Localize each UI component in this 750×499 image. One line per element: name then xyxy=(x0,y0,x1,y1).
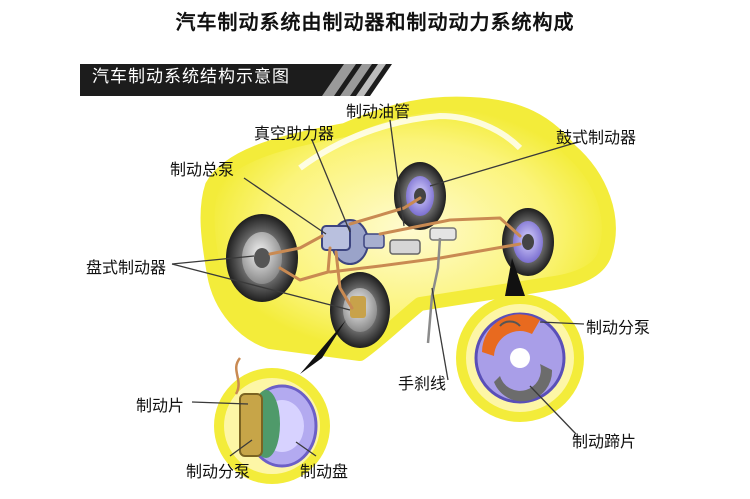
label-brake-disc: 制动盘 xyxy=(300,462,349,481)
banner xyxy=(80,64,392,96)
detail-pointers xyxy=(300,258,525,374)
label-brake-pipe: 制动油管 xyxy=(346,102,411,121)
wheel-front-right xyxy=(330,272,390,348)
label-vacuum-booster: 真空助力器 xyxy=(254,124,335,143)
wheel-rear-right xyxy=(502,208,554,276)
handbrake-cable-line xyxy=(426,237,442,344)
leader-lines xyxy=(171,119,585,457)
diagram-figure: 汽车制动系统结构示意图 制动油管 真空助力器 鼓式制动器 制动总泵 盘式制动器 … xyxy=(0,58,750,495)
page-title: 汽车制动系统由制动器和制动动力系统构成 xyxy=(175,10,575,34)
label-handbrake-cable: 手刹线 xyxy=(398,374,447,393)
brake-system-illustration xyxy=(80,64,616,484)
label-brake-pad: 制动片 xyxy=(136,396,185,415)
label-wheel-cylinder-disc: 制动分泵 xyxy=(186,462,251,481)
label-master-cylinder: 制动总泵 xyxy=(170,160,235,179)
disc-brake-detail xyxy=(214,357,330,484)
drum-brake-detail xyxy=(456,294,584,422)
banner-title: 汽车制动系统结构示意图 xyxy=(92,67,290,87)
label-wheel-cylinder-drum: 制动分泵 xyxy=(586,318,651,337)
brake-pipes xyxy=(268,196,522,310)
vacuum-booster-assembly xyxy=(321,219,457,265)
label-disc-brake: 盘式制动器 xyxy=(86,258,167,277)
label-drum-brake: 鼓式制动器 xyxy=(556,128,637,147)
label-brake-shoe: 制动蹄片 xyxy=(572,432,637,451)
wheel-front-left xyxy=(226,214,298,302)
wheel-rear-left xyxy=(394,162,446,230)
